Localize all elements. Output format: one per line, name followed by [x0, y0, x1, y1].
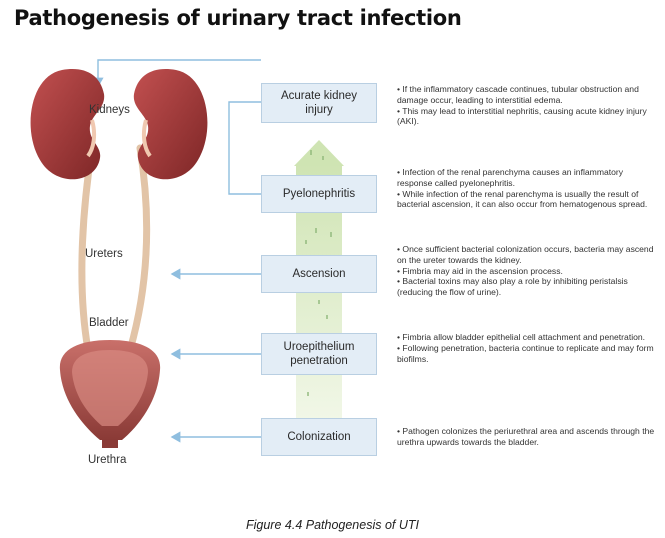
desc-colonization: • Pathogen colonizes the periurethral ar… — [397, 426, 659, 448]
desc-bullet: • If the inflammatory cascade continues,… — [397, 84, 639, 105]
stage-box-ascension: Ascension — [261, 255, 377, 293]
desc-bullet: • Once sufficient bacterial colonization… — [397, 244, 654, 265]
bladder-shape — [59, 340, 161, 448]
page-title: Pathogenesis of urinary tract infection — [14, 6, 462, 30]
desc-uroepithelium-penetration: • Fimbria allow bladder epithelial cell … — [397, 332, 659, 364]
kidney-left-shape — [30, 69, 105, 180]
stage-box-colonization: Colonization — [261, 418, 377, 456]
desc-bullet: • Fimbria allow bladder epithelial cell … — [397, 332, 646, 342]
desc-bullet: • Infection of the renal parenchyma caus… — [397, 167, 624, 188]
kidney-right-shape — [133, 69, 208, 180]
label-bladder: Bladder — [89, 317, 129, 329]
desc-bullet: • Fimbria may aid in the ascension proce… — [397, 265, 563, 276]
stage-box-kidney-injury: Acurate kidney injury — [261, 83, 377, 123]
desc-bullet: • While infection of the renal parenchym… — [397, 188, 648, 210]
desc-pyelonephritis: • Infection of the renal parenchyma caus… — [397, 167, 659, 210]
connector-lines — [92, 59, 261, 443]
desc-bullet: • Bacterial toxins may also play a role … — [397, 276, 628, 298]
desc-bullet: • Following penetration, bacteria contin… — [397, 342, 654, 364]
stage-box-uroepithelium-penetration: Uroepithelium penetration — [261, 333, 377, 375]
desc-bullet: • Pathogen colonizes the periurethral ar… — [397, 426, 655, 447]
pyelonephritis-connector — [228, 101, 261, 195]
label-ureters: Ureters — [85, 248, 123, 260]
desc-kidney-injury: • If the inflammatory cascade continues,… — [397, 84, 659, 127]
label-urethra: Urethra — [88, 454, 127, 466]
label-kidneys: Kidneys — [89, 104, 130, 116]
kidney-injury-arrow — [92, 59, 261, 88]
desc-ascension: • Once sufficient bacterial colonization… — [397, 244, 659, 298]
stage-box-pyelonephritis: Pyelonephritis — [261, 175, 377, 213]
desc-bullet: • This may lead to interstitial nephriti… — [397, 105, 647, 127]
figure-caption: Figure 4.4 Pathogenesis of UTI — [245, 518, 419, 532]
